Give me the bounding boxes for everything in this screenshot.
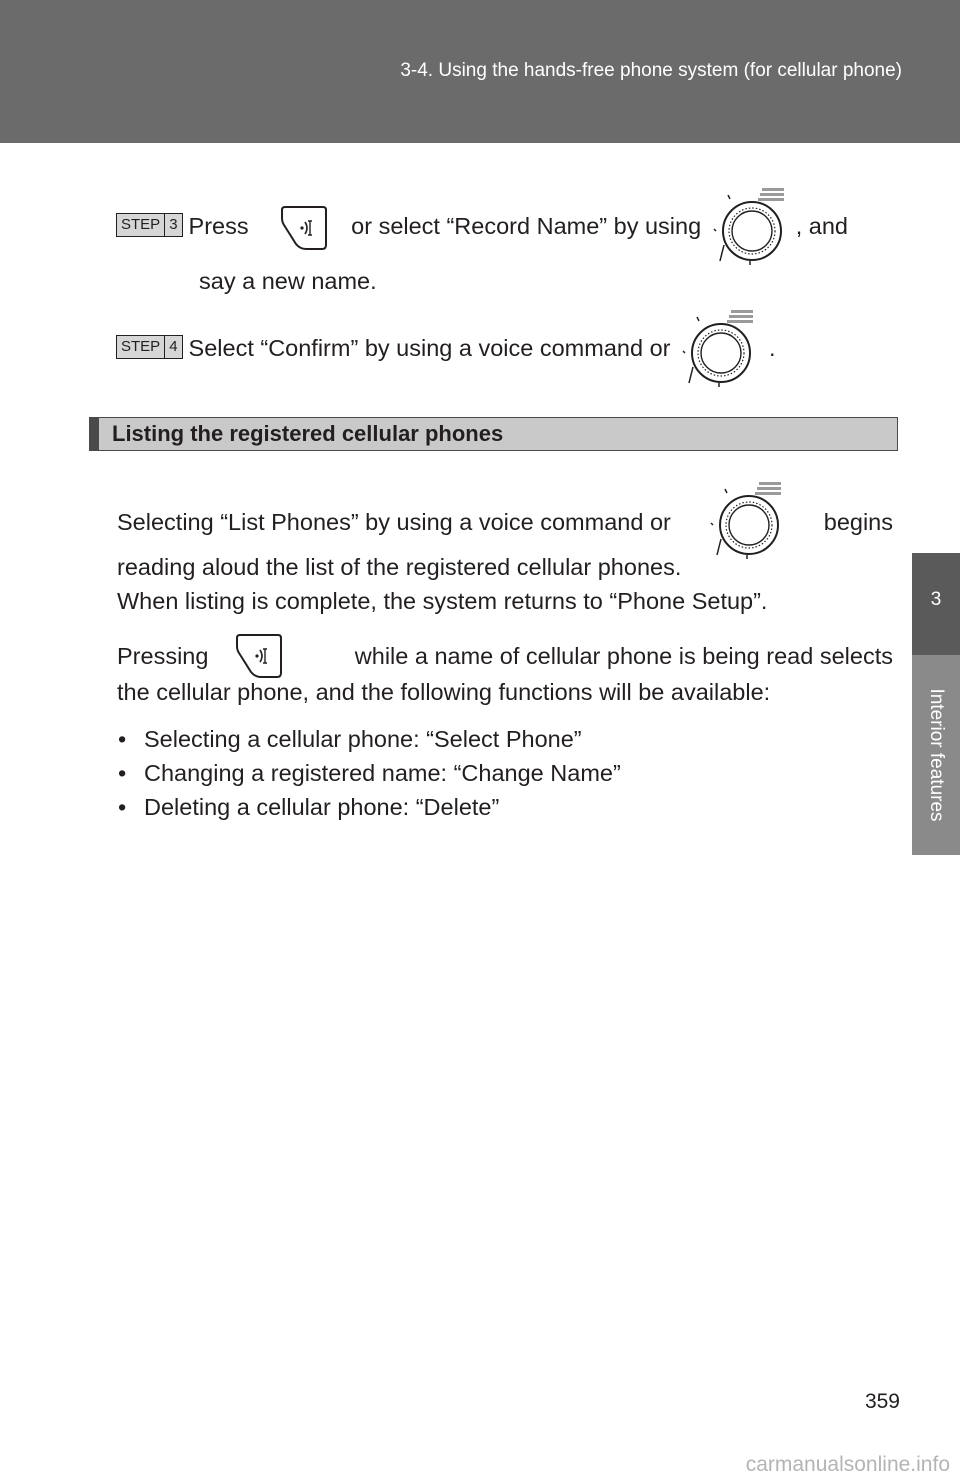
list-item: •Deleting a cellular phone: “Delete” [118,794,500,820]
tune-file-knob-icon [710,187,790,267]
paragraph-text: When listing is complete, the system ret… [117,588,768,614]
step-text: Press [188,213,249,239]
page-number: 359 [864,1390,900,1413]
heading-text: Listing the registered cellular phones [112,421,504,446]
paragraph-text: while a name of cellular phone is being … [354,643,893,669]
section-heading: Listing the registered cellular phones [89,417,898,451]
paragraph-text: begins [823,509,893,535]
paragraph-pressing: Pressing while a name of cellular phone … [117,636,893,708]
side-tab-label-text: Interior features [926,688,947,822]
header-title: 3-4. Using the hands-free phone system (… [400,60,902,81]
talk-switch-icon [277,201,331,255]
talk-switch-icon [232,629,286,683]
tune-file-knob-icon [679,309,759,389]
list-item: •Selecting a cellular phone: “Select Pho… [118,726,582,752]
step-text: or select “Record Name” by using [351,213,702,239]
list-item: •Changing a registered name: “Change Nam… [118,760,621,786]
paragraph-text: the cellular phone, and the following fu… [117,679,771,705]
heading-marker [90,418,99,450]
paragraph-text: Selecting “List Phones” by using a voice… [117,509,671,535]
paragraph-text: reading aloud the list of the registered… [117,554,682,580]
function-list: •Selecting a cellular phone: “Select Pho… [118,722,621,824]
tune-file-knob-icon [707,481,787,561]
step-text: , and [795,213,848,239]
header-band: 3-4. Using the hands-free phone system (… [0,0,960,143]
side-tab-section [912,655,960,855]
paragraph-list-phones: Selecting “List Phones” by using a voice… [117,496,893,618]
step-text: Select “Confirm” by using a voice comman… [188,335,671,361]
side-tab-number: 3 [912,553,960,655]
watermark: carmanualsonline.info [745,1453,950,1476]
step-text: . [769,335,776,361]
side-tab-number-text: 3 [930,589,942,610]
step-text: say a new name. [199,267,377,294]
paragraph-text: Pressing [117,643,209,669]
